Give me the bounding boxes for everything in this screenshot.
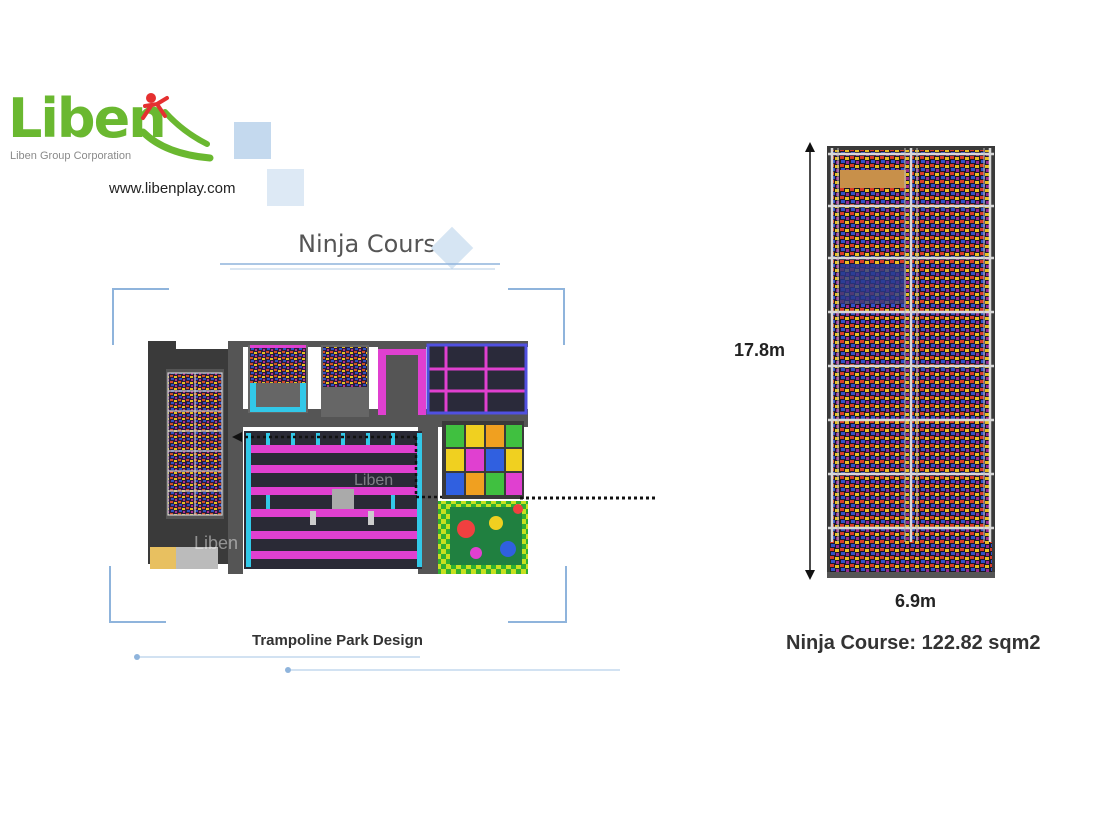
frame-corner (508, 566, 567, 623)
page-title: Ninja Course (298, 230, 451, 258)
website-link[interactable]: www.libenplay.com (109, 180, 236, 197)
width-dimension-label: 6.9m (895, 591, 937, 611)
watermark-text: Liben (194, 533, 238, 553)
slide-figure-icon (139, 93, 214, 162)
frame-corner (112, 288, 169, 345)
title-decoration (220, 226, 500, 270)
decor-square (267, 169, 304, 206)
connector-line (520, 496, 656, 500)
height-dimension-label: 17.8m (734, 340, 786, 360)
watermark-text: Liben (354, 472, 393, 489)
area-label: Ninja Course: 122.82 sqm2 (786, 632, 1041, 654)
ninja-course-elevation[interactable] (800, 140, 1000, 582)
trampoline-park-floorplan[interactable]: Liben Liben (146, 339, 528, 574)
caption-decoration (134, 654, 620, 673)
brand-tagline: Liben Group Corporation (10, 150, 132, 162)
frame-corner (508, 288, 565, 345)
frame-corner (109, 566, 166, 623)
brand-logo: Liben (8, 87, 167, 150)
decor-square (234, 122, 271, 159)
floorplan-caption: Trampoline Park Design (252, 632, 423, 649)
